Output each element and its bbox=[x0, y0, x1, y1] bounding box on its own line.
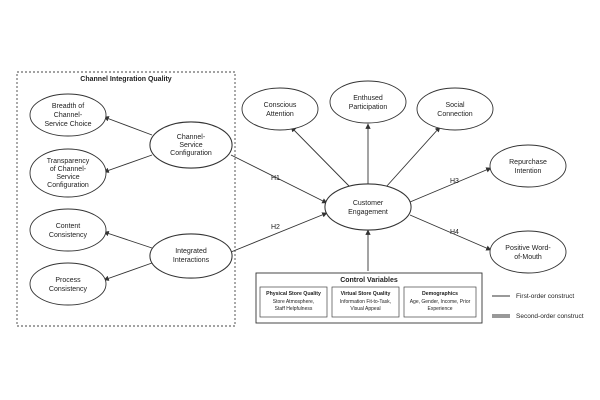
label-h3: H3 bbox=[450, 178, 459, 185]
node-label: Conscious bbox=[264, 102, 297, 109]
node-label: Configuration bbox=[170, 150, 212, 157]
node-label: Consistency bbox=[49, 286, 88, 293]
node-label: Social bbox=[445, 102, 465, 109]
arrow-csc-to-breadth bbox=[103, 116, 153, 136]
arrow-ce-to-conscious bbox=[290, 126, 351, 188]
node-label: Customer bbox=[353, 200, 384, 207]
node-label: Engagement bbox=[348, 209, 388, 216]
node-label: Intention bbox=[515, 168, 542, 175]
node-label: Service Choice bbox=[44, 121, 91, 128]
node-label: Channel- bbox=[54, 112, 83, 119]
legend: First-order construct Second-order const… bbox=[492, 293, 584, 320]
node-label: Integrated bbox=[175, 248, 207, 255]
label-h1: H1 bbox=[271, 175, 280, 182]
node-label: Attention bbox=[266, 111, 294, 118]
arrow-ii-to-process bbox=[103, 262, 153, 281]
virtual-store-quality-line: Information Fit-to-Task, bbox=[340, 299, 391, 305]
node-breadth-of-channel-service-choice: Breadth of Channel- Service Choice bbox=[29, 93, 107, 137]
demographics-line: Experience bbox=[427, 306, 452, 312]
label-h4: H4 bbox=[450, 229, 459, 236]
node-label: Transparency bbox=[47, 158, 90, 165]
node-label: Service bbox=[179, 142, 202, 149]
group-title: Channel Integration Quality bbox=[80, 76, 172, 83]
arrow-ce-to-social bbox=[385, 126, 441, 188]
node-label: Consistency bbox=[49, 232, 88, 239]
arrow-h3 bbox=[409, 167, 492, 203]
legend-first-order-label: First-order construct bbox=[516, 293, 574, 300]
node-label: Enthused bbox=[353, 95, 383, 102]
node-customer-engagement: Customer Engagement bbox=[324, 183, 412, 231]
arrow-h4 bbox=[409, 214, 492, 251]
demographics-line: Age, Gender, Income, Prior bbox=[410, 299, 471, 305]
physical-store-quality-line: Staff Helpfulness bbox=[275, 306, 313, 312]
node-label: of Channel- bbox=[50, 166, 87, 173]
control-variables-box: Control Variables Physical Store Quality… bbox=[255, 272, 483, 324]
physical-store-quality-box bbox=[259, 286, 328, 318]
node-label: Content bbox=[56, 223, 81, 230]
node-label: Service bbox=[56, 174, 79, 181]
node-label: of-Mouth bbox=[514, 254, 542, 261]
node-label: Interactions bbox=[173, 257, 210, 264]
arrow-h2 bbox=[230, 212, 328, 253]
arrow-ii-to-content bbox=[103, 230, 153, 249]
virtual-store-quality-box bbox=[331, 286, 400, 318]
demographics-title: Demographics bbox=[422, 291, 458, 297]
node-integrated-interactions: Integrated Interactions bbox=[149, 233, 233, 279]
demographics-box bbox=[403, 286, 477, 318]
control-variables-title: Control Variables bbox=[340, 277, 398, 284]
channel-integration-quality-group bbox=[16, 71, 236, 327]
node-label: Positive Word- bbox=[505, 245, 551, 252]
node-content-consistency: Content Consistency bbox=[29, 208, 107, 252]
physical-store-quality-line: Store Atmosphere, bbox=[273, 299, 314, 305]
node-social-connection: Social Connection bbox=[416, 87, 494, 131]
arrow-csc-to-transparency bbox=[103, 154, 153, 173]
arrow-h1 bbox=[230, 154, 328, 204]
node-transparency: Transparency of Channel- Service Configu… bbox=[29, 148, 107, 198]
node-conscious-attention: Conscious Attention bbox=[241, 87, 319, 131]
node-enthused-participation: Enthused Participation bbox=[329, 80, 407, 124]
physical-store-quality-title: Physical Store Quality bbox=[266, 291, 321, 297]
virtual-store-quality-title: Virtual Store Quality bbox=[341, 291, 391, 297]
node-channel-service-configuration: Channel- Service Configuration bbox=[149, 121, 233, 169]
node-label: Process bbox=[55, 277, 81, 284]
virtual-store-quality-line: Visual Appeal bbox=[350, 306, 380, 312]
node-label: Repurchase bbox=[509, 159, 547, 166]
node-positive-word-of-mouth: Positive Word- of-Mouth bbox=[489, 230, 567, 274]
node-repurchase-intention: Repurchase Intention bbox=[489, 144, 567, 188]
node-label: Breadth of bbox=[52, 103, 84, 110]
node-label: Configuration bbox=[47, 182, 89, 189]
legend-second-order-label: Second-order construct bbox=[516, 313, 584, 320]
node-label: Connection bbox=[437, 111, 473, 118]
node-process-consistency: Process Consistency bbox=[29, 262, 107, 306]
node-label: Participation bbox=[349, 104, 388, 111]
label-h2: H2 bbox=[271, 224, 280, 231]
node-label: Channel- bbox=[177, 134, 206, 141]
